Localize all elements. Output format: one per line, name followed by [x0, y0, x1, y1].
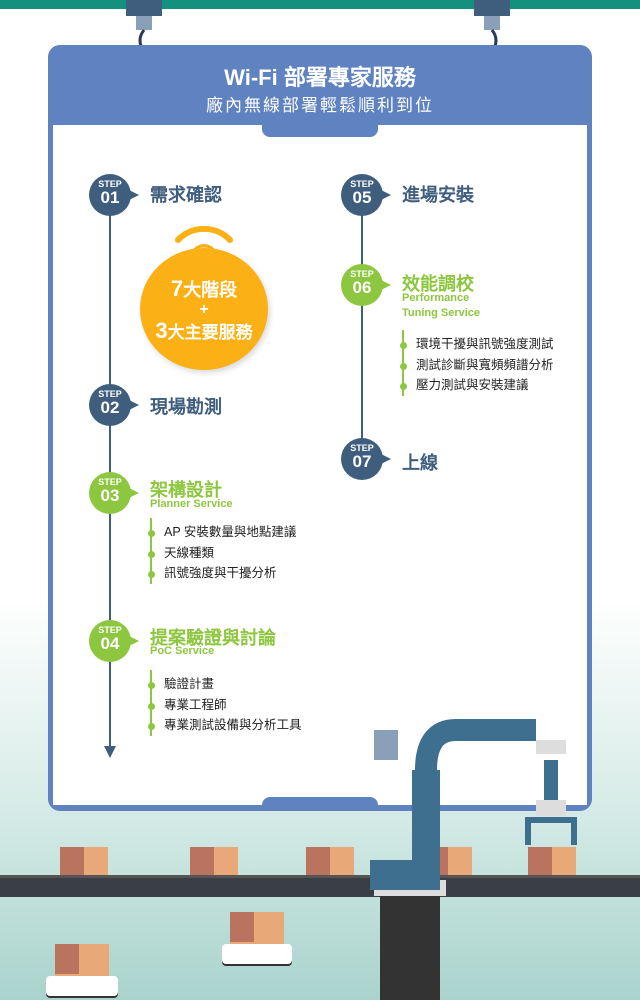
list-item: 訊號強度與干擾分析 [147, 563, 296, 584]
board [48, 45, 592, 811]
step-02-title: 現場勘測 [150, 397, 222, 417]
page-title: Wi-Fi 部署專家服務 [224, 65, 416, 90]
step-07-title: 上線 [402, 453, 438, 473]
parcel-box [528, 847, 576, 877]
list-item: 專業測試設備與分析工具 [147, 715, 302, 736]
parcel-box [306, 847, 354, 877]
step-03-list: AP 安裝數量與地點建議 天線種類 訊號強度與干擾分析 [147, 518, 296, 584]
conveyor-belt [0, 875, 640, 897]
top-bar [0, 0, 640, 9]
step-04-list: 驗證計畫 專業工程師 專業測試設備與分析工具 [147, 670, 302, 736]
step-06-subtitle-2: Tuning Service [402, 307, 481, 319]
list-item: 測試診斷與寬頻頻譜分析 [399, 355, 554, 376]
summary-badge: 7大階段 + 3大主要服務 [140, 248, 268, 370]
list-item: 專業工程師 [147, 695, 302, 716]
step-06-subtitle-1: Performance [402, 292, 470, 304]
list-item: 環境干擾與訊號強度測試 [399, 334, 554, 355]
step-06-list: 環境干擾與訊號強度測試 測試診斷與寬頻頻譜分析 壓力測試與安裝建議 [399, 330, 554, 396]
timeline-right [361, 200, 363, 450]
parcel-box [55, 944, 109, 978]
step-01-title: 需求確認 [150, 185, 222, 205]
cart [222, 944, 292, 964]
parcel-box [230, 912, 284, 946]
cart [46, 976, 118, 996]
step-06-title: 效能調校 [402, 274, 474, 294]
page-subtitle: 廠內無線部署輕鬆順利到位 [206, 96, 434, 115]
step-04-title: 提案驗證與討論 [150, 628, 276, 648]
parcel-box [60, 847, 108, 877]
arrow-down-icon [104, 746, 116, 758]
list-item: 天線種類 [147, 543, 296, 564]
step-05-title: 進場安裝 [402, 185, 474, 205]
list-item: 驗證計畫 [147, 674, 302, 695]
robot-arm-icon [370, 719, 577, 1000]
parcel-box [190, 847, 238, 877]
list-item: AP 安裝數量與地點建議 [147, 522, 296, 543]
list-item: 壓力測試與安裝建議 [399, 375, 554, 396]
step-04-subtitle: PoC Service [150, 645, 215, 657]
step-03-title: 架構設計 [150, 480, 222, 500]
step-03-subtitle: Planner Service [150, 498, 233, 510]
